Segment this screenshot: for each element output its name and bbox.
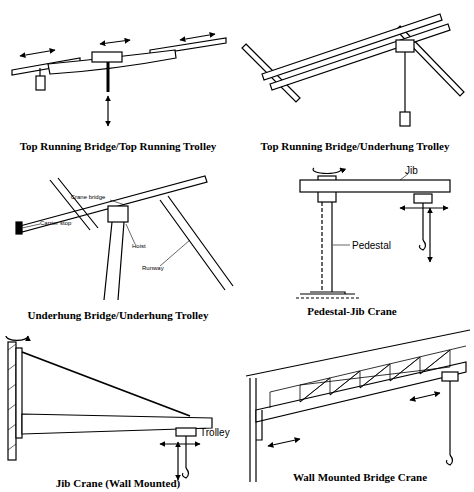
runway-beam [160,196,233,290]
crane-caption: Wall Mounted Bridge Crane [293,472,427,483]
pivot-post [16,348,22,438]
underhung-crane [16,176,233,300]
leader-line [333,245,350,246]
travel-arrow [20,50,55,56]
wall-bridge-crane [246,330,470,482]
hoist-rope [404,52,405,112]
travel-arrow [160,443,200,444]
travel-arrow [100,40,130,44]
top-running-crane [12,34,226,126]
trolley [442,372,458,381]
crane-caption: Underhung Bridge/Underhung Trolley [28,310,209,321]
rotation-arrow [313,168,341,173]
lift-arrow [429,208,430,262]
tie-rod [22,352,190,416]
bridge-girder [48,50,176,74]
jib-arm [300,180,450,192]
pedestal [321,202,322,292]
trolley [92,52,122,62]
travel-arrow [410,393,440,400]
load-block [400,112,410,126]
hoist-rope [118,222,124,300]
travel-arrow [400,207,448,208]
crane-caption: Jib Crane (Wall Mounted) [56,478,180,489]
pendant-control [36,76,45,90]
lift-arrow [107,96,108,126]
building-column [255,378,256,482]
part-label: Trolley [200,428,230,438]
leader-line [126,224,135,244]
hook [419,240,425,250]
wall-bracket [256,410,262,440]
crane-caption: Top Running Bridge/Top Running Trolley [20,141,217,152]
pendant-cord [39,68,40,76]
hook [182,468,188,478]
hoist [108,206,128,222]
travel-arrow [268,439,300,446]
hook [446,455,452,465]
pedestal-jib-crane [296,168,450,298]
bridge-girder [270,24,450,90]
part-label: Pedestal [352,241,391,251]
lift-arrow [177,442,178,480]
leader-line [110,200,125,205]
part-label: Carrier stop [40,220,71,226]
pedestal [331,202,332,292]
part-label: Crane bridge [71,194,106,200]
hoist-rope [107,62,110,92]
underhung-trolley-crane [242,14,464,126]
hoist [396,40,414,52]
crane-caption: Pedestal-Jib Crane [307,306,397,317]
part-label: Runway [142,265,164,271]
base-plate [300,292,355,294]
part-label: Jib [405,166,418,176]
trolley [414,194,432,203]
building-column [249,378,250,482]
bridge-girder [262,14,442,80]
crane-bridge-beam [20,176,207,232]
truss [270,346,466,408]
crane-caption: Top Running Bridge/Underhung Trolley [261,141,450,152]
hoist-rope [185,436,186,468]
ground [296,297,360,298]
leader-line [22,224,40,228]
wall-column [8,342,16,460]
wall-jib-crane [6,336,212,480]
trolley [176,428,196,436]
hoist-rope [104,222,112,300]
rotation-arrow [6,336,28,340]
wall-hatch [8,344,16,450]
hoist-rope [449,381,450,455]
leader-line [160,240,190,266]
carrier-stop [16,222,22,234]
part-label: Hoist [132,243,146,249]
travel-arrow [180,34,215,40]
